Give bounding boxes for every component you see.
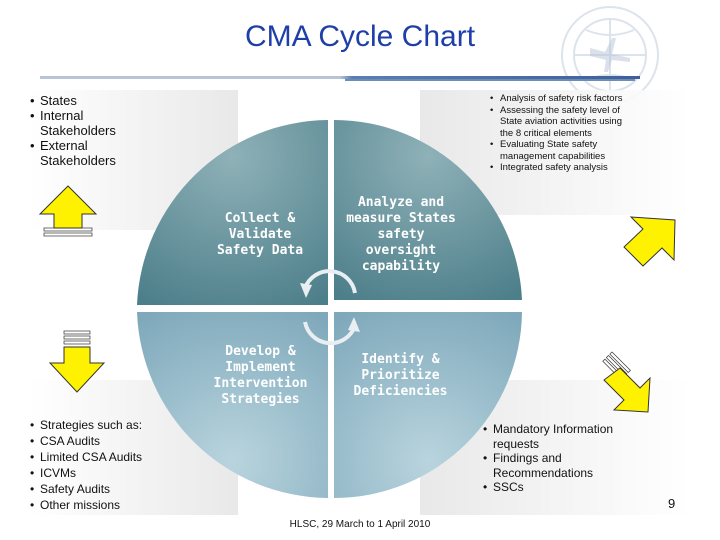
slide-footer: HLSC, 29 March to 1 April 2010	[289, 519, 431, 530]
title-underline-accent	[345, 79, 635, 81]
list-item: Other missions	[30, 497, 200, 513]
bottom-left-text-box: Strategies such as: CSA Audits Limited C…	[30, 417, 200, 513]
step-collect-validate-label: Collect & Validate Safety Data	[216, 211, 304, 258]
list-item: Integrated safety analysis	[490, 162, 625, 174]
list-item: CSA Audits	[30, 433, 200, 449]
list-item: States	[30, 93, 150, 108]
quadrant-top-right	[334, 119, 522, 301]
quadrant-bottom-left	[137, 312, 328, 498]
list-item: Mandatory Information requests	[483, 422, 633, 451]
list-item: Internal Stakeholders	[30, 108, 150, 138]
list-item: SSCs	[483, 480, 633, 495]
bottom-right-text-box: Mandatory Information requests Findings …	[483, 422, 633, 495]
title-underline	[40, 76, 640, 79]
list-item: Evaluating State safety management capab…	[490, 139, 625, 162]
list-item: Analysis of safety risk factors	[490, 93, 625, 105]
top-right-text-box: Analysis of safety risk factors Assessin…	[490, 93, 625, 174]
step-develop-implement-label: Develop & Implement Intervention Strateg…	[213, 344, 308, 407]
arrow-down-left-icon	[48, 330, 106, 393]
top-left-text-box: States Internal Stakeholders External St…	[30, 93, 150, 168]
list-item: Findings and Recommendations	[483, 451, 633, 480]
list-item: Strategies such as:	[30, 417, 200, 433]
list-item: Limited CSA Audits	[30, 449, 200, 465]
quadrant-bottom-right	[334, 312, 522, 498]
cycle-arrows-icon	[303, 269, 357, 346]
list-item: Safety Audits	[30, 481, 200, 497]
quadrant-top-left	[137, 120, 328, 305]
page-number: 9	[668, 496, 676, 511]
list-item: External Stakeholders	[30, 138, 150, 168]
arrow-up-right-icon	[623, 216, 676, 267]
arrow-down-right-icon	[602, 351, 651, 413]
step-identify-prioritize-label: Identify & Prioritize Deficiencies	[353, 352, 448, 399]
step-analyze-measure-label: Analyze and measure States safety oversi…	[346, 195, 456, 274]
list-item: ICVMs	[30, 465, 200, 481]
slide-title: CMA Cycle Chart	[244, 20, 476, 53]
arrow-up-left-icon	[38, 185, 98, 237]
list-item: Assessing the safety level of State avia…	[490, 105, 625, 140]
